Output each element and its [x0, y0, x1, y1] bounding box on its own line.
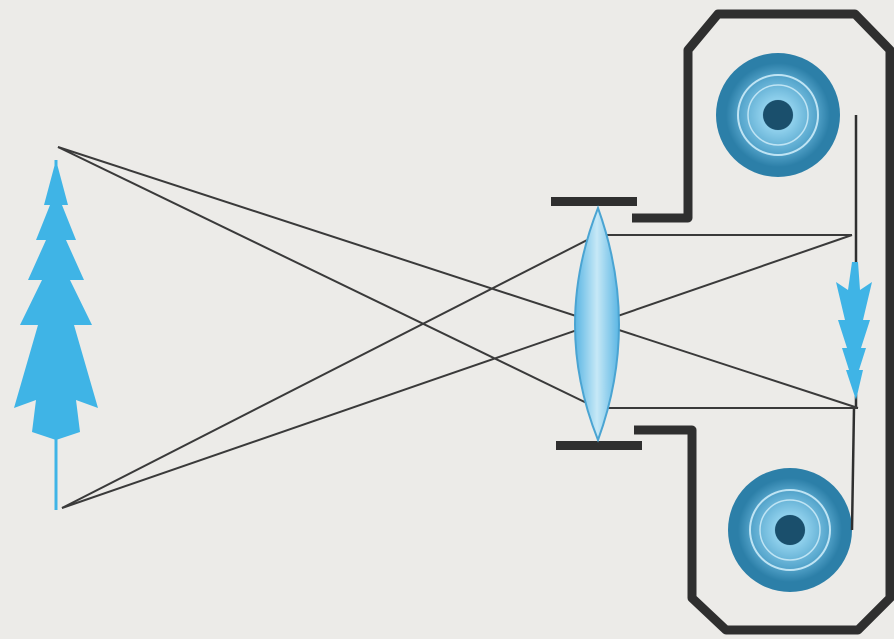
lens-housing-top: [551, 197, 637, 206]
ray-top-to-bottom-1: [58, 147, 858, 408]
inverted-tree-icon: [836, 262, 872, 400]
film-spool-icon: [716, 53, 840, 177]
ray-bottom-to-top-1: [62, 235, 852, 508]
film-spool-icon: [728, 468, 852, 592]
light-rays: [58, 147, 858, 508]
ray-top-to-bottom-2: [58, 147, 597, 408]
lens-housing-bottom: [556, 441, 642, 450]
ray-bottom-to-top-2: [62, 235, 597, 508]
tree-icon: [14, 160, 98, 510]
lens-to-film-lines: [597, 235, 858, 408]
